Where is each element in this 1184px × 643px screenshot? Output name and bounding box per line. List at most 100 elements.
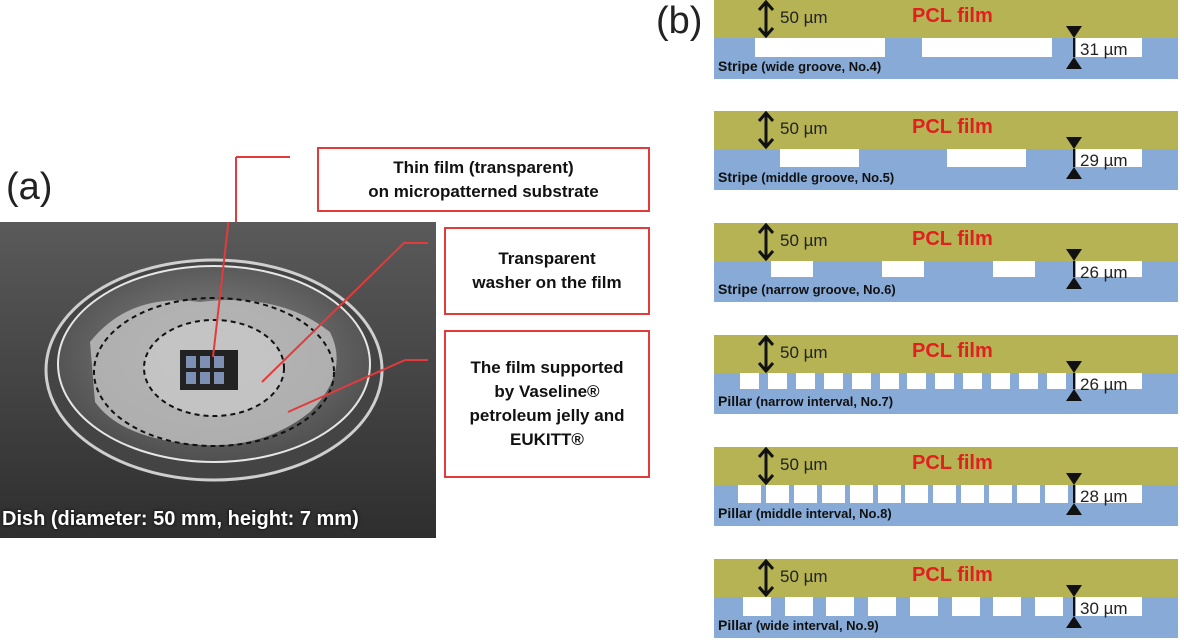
pillar-gap [794,485,817,503]
depth-notch [1076,485,1142,503]
pillar-gap [1035,597,1063,616]
panel-a-label: (a) [6,166,53,208]
sample-detail: (middle groove, No.5) [757,170,895,185]
depth-value: 30 µm [1080,599,1128,618]
dish-illustration [0,222,436,538]
dimension-arrows [757,111,1082,179]
pillar-gap [740,373,759,389]
pillar-gap [993,597,1021,616]
dimension-arrows [757,0,1082,69]
pillar-gap [905,485,928,503]
film-label: PCL film [912,564,993,586]
dimension-arrows [757,223,1082,289]
callout-washer: Transparent washer on the film [444,227,650,315]
pillar-gap [989,485,1012,503]
depth-value: 31 µm [1080,40,1128,59]
depth-notch [1076,261,1142,277]
pillar-gap [878,485,901,503]
sample-label: Stripe (middle groove, No.5) [718,169,894,185]
pillar-gap [961,485,984,503]
pillar-gap [766,485,789,503]
groove [771,261,813,277]
pillar-gap [933,485,956,503]
pillar-gap [952,597,980,616]
pillar-gap [822,485,845,503]
thickness-arrowheads [757,335,775,374]
sample-label: Stripe (narrow groove, No.6) [718,281,896,297]
film-label: PCL film [912,228,993,250]
pillar-gap [738,485,761,503]
thickness-arrowheads [757,223,775,262]
groove [922,38,1052,57]
pillar-gap [880,373,899,389]
depth-value: 28 µm [1080,487,1128,506]
sample-type: Stripe [718,281,758,297]
pillar-gap [743,597,771,616]
depth-notch [1076,597,1142,616]
depth-notch [1076,38,1142,57]
pillar-gap [826,597,854,616]
pillar-gap [991,373,1010,389]
pillar-gap [824,373,843,389]
thickness-value: 50 µm [780,119,828,138]
film-label: PCL film [912,340,993,362]
sample-type: Pillar [718,617,753,633]
pillar-gap [796,373,815,389]
sample-label: Stripe (wide groove, No.4) [718,58,881,74]
pillar-gap [1045,485,1068,503]
depth-arrowheads [1066,26,1082,69]
pillar-gap [768,373,787,389]
pcl-film-layer [714,223,1178,261]
depth-value: 26 µm [1080,375,1128,394]
callout-support: The film supported by Vaseline® petroleu… [444,330,650,478]
pillar-gap [935,373,954,389]
pcl-film-layer [714,0,1178,38]
pillar-gap [1019,373,1038,389]
thickness-value: 50 µm [780,8,828,27]
pillar-gap [907,373,926,389]
pillar-gap [785,597,813,616]
pcl-film-layer [714,335,1178,373]
depth-arrowheads [1066,473,1082,515]
depth-arrowheads [1066,249,1082,289]
depth-arrowheads [1066,137,1082,179]
depth-notch [1076,149,1142,167]
pcl-film-layer [714,111,1178,149]
dish-photo [0,222,436,538]
pillar-gap [910,597,938,616]
pcl-film-layer [714,559,1178,597]
dimension-arrows [757,447,1082,515]
depth-notch [1076,373,1142,389]
sample-detail: (narrow interval, No.7) [752,394,894,409]
dimension-arrows [757,559,1082,628]
pillar-gap [850,485,873,503]
sample-detail: (middle interval, No.8) [752,506,892,521]
dish-caption: Dish (diameter: 50 mm, height: 7 mm) [2,508,359,530]
sample-detail: (wide groove, No.4) [757,59,882,74]
groove [993,261,1035,277]
pillar-gap [1047,373,1066,389]
thickness-arrowheads [757,0,775,39]
thickness-value: 50 µm [780,231,828,250]
pcl-film-layer [714,447,1178,485]
film-label: PCL film [912,452,993,474]
sample-detail: (wide interval, No.9) [752,618,879,633]
thickness-arrowheads [757,111,775,150]
groove [780,149,859,167]
sample-type: Pillar [718,505,753,521]
sample-label: Pillar (narrow interval, No.7) [718,393,893,409]
depth-value: 29 µm [1080,151,1128,170]
sample-type: Stripe [718,169,758,185]
thickness-value: 50 µm [780,343,828,362]
sample-label: Pillar (middle interval, No.8) [718,505,892,521]
thickness-value: 50 µm [780,455,828,474]
dimension-arrows [757,335,1082,401]
pillar-gap [868,597,896,616]
